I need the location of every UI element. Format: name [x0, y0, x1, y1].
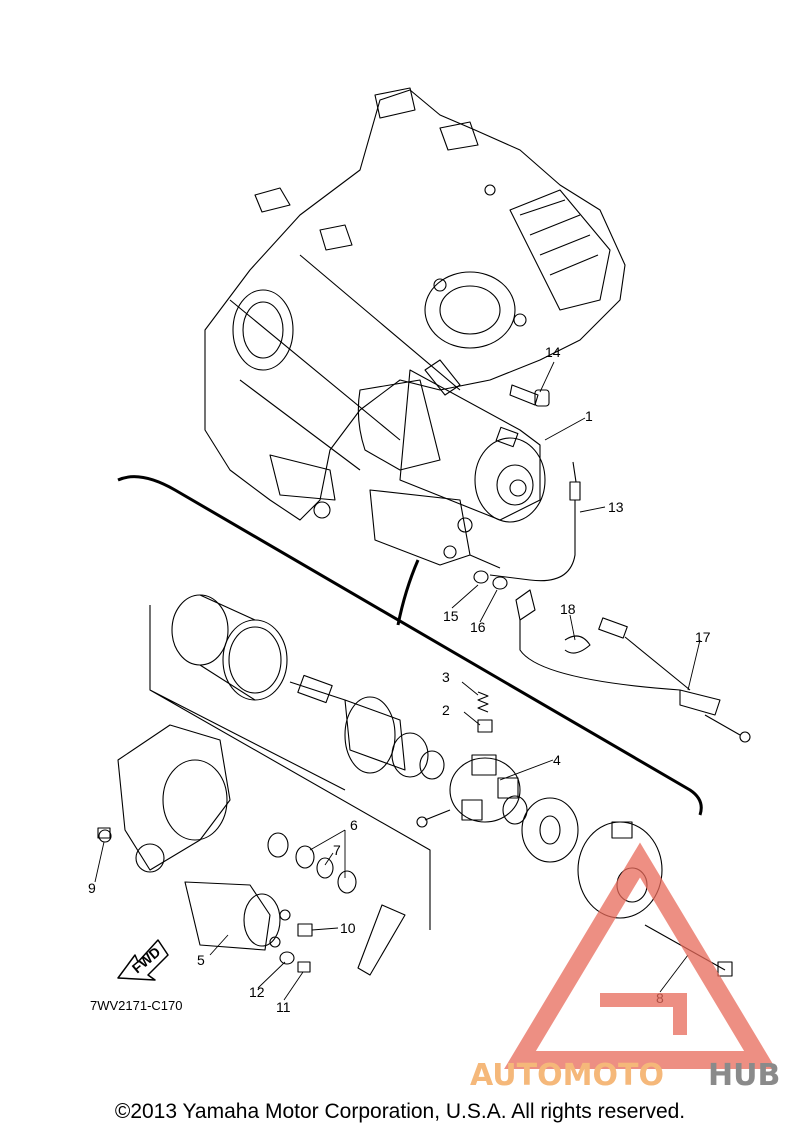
callout-7: 7 — [333, 842, 341, 858]
spring-brush-drawing — [477, 691, 493, 733]
nut-9-drawing — [97, 827, 111, 839]
callout-11: 11 — [276, 999, 291, 1015]
shim-washer-drawing — [267, 832, 357, 894]
nut-10-drawing — [297, 923, 313, 937]
callout-12: 12 — [249, 984, 265, 1000]
drawing-code: 7WV2171-C170 — [90, 998, 183, 1013]
crankcase-drawing — [204, 87, 626, 521]
leader-lines — [94, 361, 701, 1001]
starter-motor-assembly — [357, 359, 546, 566]
yoke-drawing — [171, 594, 288, 701]
watermark-text-automoto: AUTOMOTO — [470, 1058, 664, 1093]
callout-2: 2 — [442, 702, 450, 718]
bolt-14-drawing — [509, 384, 550, 407]
callout-1: 1 — [585, 408, 593, 424]
callout-9: 9 — [88, 880, 96, 896]
lead-wire-13-drawing — [469, 461, 581, 582]
callout-13: 13 — [608, 499, 624, 515]
washer-15-drawing — [473, 570, 489, 584]
callout-3: 3 — [442, 669, 450, 685]
brush-holder-drawing — [416, 754, 521, 828]
callout-14: 14 — [545, 344, 561, 360]
fwd-label: FWD — [129, 944, 164, 977]
solenoid-drawing — [184, 881, 291, 951]
callout-4: 4 — [553, 752, 561, 768]
washer-plate-drawing — [521, 797, 579, 863]
callout-5: 5 — [197, 952, 205, 968]
callout-16: 16 — [470, 619, 486, 635]
lever-drawing — [357, 904, 406, 976]
armature-drawing — [289, 674, 445, 780]
nut-11-drawing — [297, 961, 311, 973]
copyright-footer: ©2013 Yamaha Motor Corporation, U.S.A. A… — [114, 1100, 686, 1123]
washer-12-drawing — [279, 951, 295, 965]
nut-16-drawing — [492, 576, 508, 590]
callout-6: 6 — [350, 817, 358, 833]
divider-link — [396, 559, 420, 626]
guide-lines — [149, 605, 431, 930]
clip-18-drawing — [564, 635, 591, 654]
callout-10: 10 — [340, 920, 356, 936]
callout-17: 17 — [695, 629, 711, 645]
fwd-arrow-icon — [117, 939, 169, 981]
bushing-drawing — [502, 795, 528, 825]
watermark-logo — [504, 842, 776, 1069]
callout-15: 15 — [443, 608, 459, 624]
callout-18: 18 — [560, 601, 576, 617]
harness-17-drawing — [515, 589, 751, 743]
front-housing-drawing — [98, 724, 231, 873]
divider-curve — [117, 475, 703, 816]
watermark-text-hub: HUB — [708, 1058, 780, 1093]
